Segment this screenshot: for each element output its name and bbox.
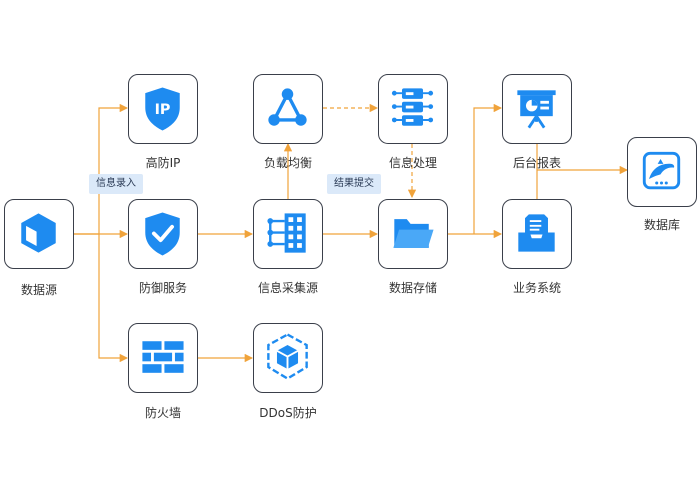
building-network-icon (267, 213, 306, 253)
dolphin-database-icon (642, 151, 681, 190)
shield-check-icon (145, 212, 180, 256)
process-label: 信息处理 (388, 156, 437, 170)
ddos-label: DDoS防护 (259, 406, 317, 420)
triangle-network-icon (268, 88, 307, 126)
shield-ip-icon: IP (145, 87, 180, 131)
firewall-node[interactable] (128, 323, 198, 393)
ddos-node[interactable] (253, 323, 323, 393)
ddos-cube-icon (267, 333, 308, 380)
report-label: 后台报表 (512, 156, 561, 170)
folder-icon (393, 219, 434, 248)
info-entry-tag: 信息录入 (89, 174, 143, 194)
high-ip-node[interactable]: IP (128, 74, 198, 144)
report-node[interactable] (502, 74, 572, 144)
collect-label: 信息采集源 (257, 281, 318, 295)
database-label: 数据库 (643, 218, 680, 232)
storage-label: 数据存储 (388, 281, 437, 295)
high-ip-label: 高防IP (145, 156, 181, 170)
brick-wall-icon (142, 341, 184, 373)
connector-to-firewall (98, 234, 129, 363)
submit-tag: 结果提交 (327, 174, 381, 194)
business-label: 业务系统 (512, 281, 561, 295)
collect-node[interactable] (253, 199, 323, 269)
business-node[interactable] (502, 199, 572, 269)
process-node[interactable] (378, 74, 448, 144)
data-source-node[interactable] (4, 199, 74, 269)
storage-node[interactable] (378, 199, 448, 269)
firewall-label: 防火墙 (144, 406, 181, 420)
shield-ip-text: IP (155, 102, 171, 118)
server-rack-icon (391, 88, 434, 126)
connector-to-report (473, 103, 503, 234)
defense-label: 防御服务 (138, 281, 187, 295)
inbox-tray-icon (518, 214, 555, 252)
presentation-board-icon (517, 90, 556, 129)
load-balance-node[interactable] (253, 74, 323, 144)
database-node[interactable] (627, 137, 697, 207)
load-balance-label: 负载均衡 (263, 156, 312, 170)
data-source-label: 数据源 (20, 283, 57, 297)
defense-node[interactable] (128, 199, 198, 269)
connector-to-high-ip (98, 103, 129, 234)
cube-icon (21, 213, 56, 253)
